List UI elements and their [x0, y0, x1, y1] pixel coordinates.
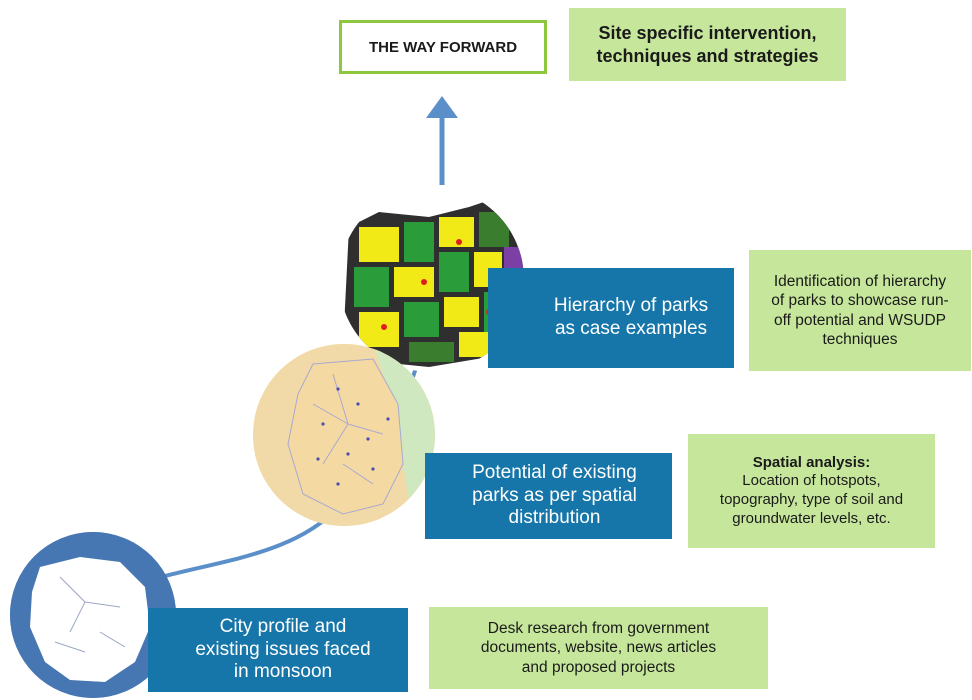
potential-label-line2: parks as per spatial: [472, 484, 637, 506]
way-forward-box: THE WAY FORWARD: [339, 20, 547, 74]
potential-label-box: Potential of existing parks as per spati…: [425, 453, 672, 539]
city-label-line2: existing issues faced: [195, 638, 371, 660]
desk-note-line1: Desk research from government: [487, 619, 710, 637]
hierarchy-note-box: Identification of hierarchy of parks to …: [749, 250, 971, 371]
spatial-distribution-map-image: [253, 344, 435, 526]
hierarchy-label-box: Hierarchy of parks as case examples: [488, 268, 734, 368]
city-profile-label-box: City profile and existing issues faced i…: [148, 608, 408, 692]
site-specific-box: Site specific intervention, techniques a…: [569, 8, 846, 81]
hierarchy-note-line1: Identification of hierarchy: [773, 272, 947, 290]
spatial-analysis-note-box: Spatial analysis: Location of hotspots, …: [688, 434, 935, 548]
desk-note-line3: and proposed projects: [521, 658, 676, 676]
way-forward-label: THE WAY FORWARD: [368, 38, 518, 56]
spatial-note-line1: Location of hotspots,: [742, 472, 881, 490]
city-label-line3: in monsoon: [233, 661, 333, 683]
site-specific-label: Site specific intervention, techniques a…: [596, 23, 819, 66]
hierarchy-note-line2: of parks to showcase run-: [771, 292, 949, 310]
spatial-note-line2: topography, type of soil and: [719, 491, 904, 508]
city-label-line1: City profile and: [219, 615, 347, 637]
desk-research-note-box: Desk research from government documents,…: [429, 607, 768, 689]
potential-label-line3: distribution: [508, 507, 601, 529]
hierarchy-label-line1: Hierarchy of parks: [553, 295, 709, 317]
potential-label-line1: Potential of existing: [472, 461, 637, 483]
desk-note-line2: documents, website, news articles: [480, 639, 717, 657]
spatial-note-line3: groundwater levels, etc.: [732, 509, 891, 527]
hierarchy-map-image: [339, 187, 524, 372]
hierarchy-note-line4: techniques: [822, 330, 898, 348]
arrow-head-icon: [426, 96, 458, 118]
hierarchy-note-line3: off potential and WSUDP: [773, 311, 947, 329]
hierarchy-label-line2: as case examples: [554, 318, 708, 339]
spatial-analysis-title: Spatial analysis:: [752, 453, 871, 471]
